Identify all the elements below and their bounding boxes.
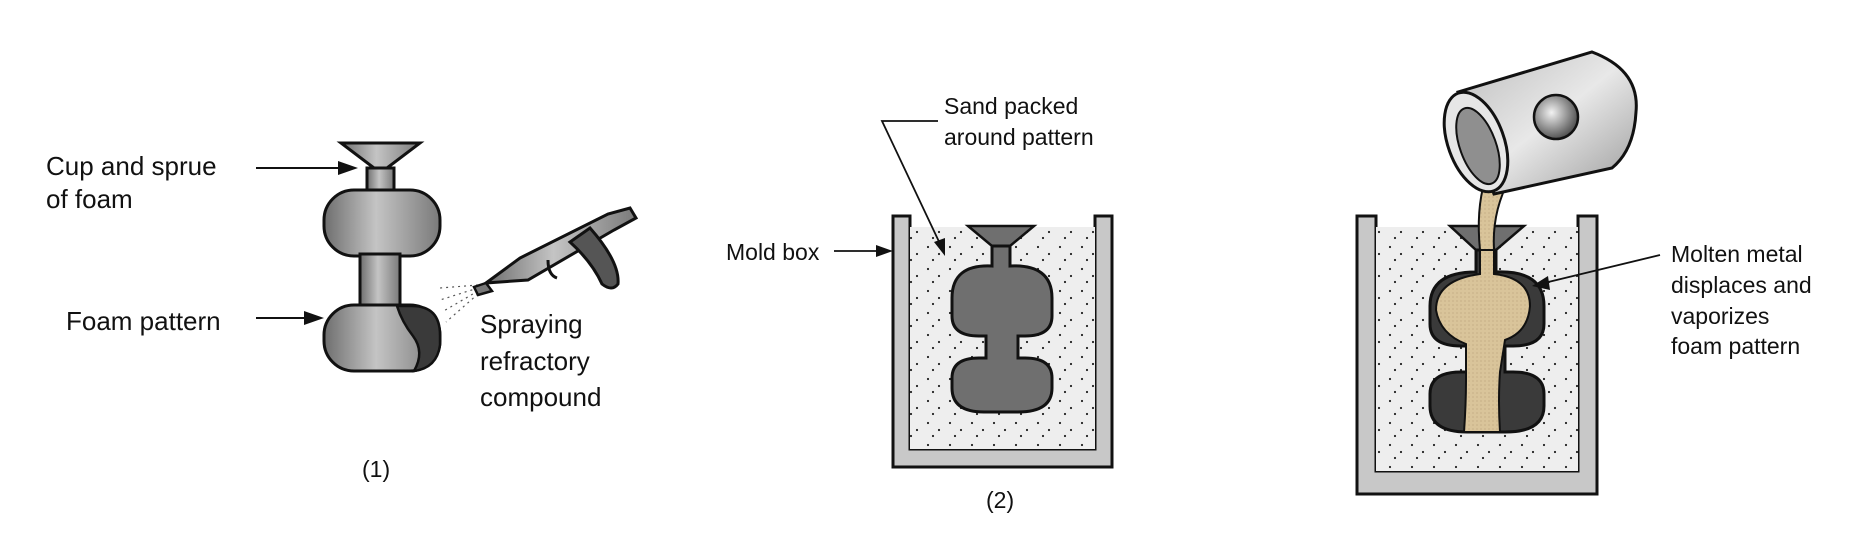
panel-1-caption: (1) [362, 456, 391, 482]
cup-label-line-2: of foam [46, 183, 133, 214]
foam-neck [358, 252, 402, 310]
metal-label-line-2: displaces and [1671, 271, 1812, 298]
molten-metal-fill [1434, 247, 1532, 433]
metal-label-line-1: Molten metal [1671, 241, 1803, 267]
metal-label-line-3: vaporizes [1671, 302, 1770, 329]
foam-pattern-label: Foam pattern [66, 306, 221, 336]
sand-label-line-2: around pattern [944, 123, 1094, 150]
foam-cup [336, 141, 425, 170]
spray-mist [439, 284, 479, 323]
spray-label-line-1: Spraying [480, 309, 583, 339]
panel-2-caption: (2) [986, 487, 1015, 513]
pouring-stream [1477, 178, 1508, 251]
panel-2-mold-box [834, 120, 1114, 469]
spraying-label: Spraying refractory compound [480, 308, 601, 414]
spray-label-line-2: refractory [480, 345, 590, 376]
foam-sprue [365, 166, 396, 194]
sand-label-arrow [880, 120, 943, 249]
panel-3-pouring [1355, 50, 1661, 496]
spray-gun-icon [472, 206, 639, 297]
cup-and-sprue-label: Cup and sprue of foam [46, 150, 217, 215]
sand-packed-label: Sand packed around pattern [944, 92, 1094, 152]
sand-label-line-1: Sand packed [944, 93, 1079, 119]
metal-label-line-4: foam pattern [1671, 333, 1801, 360]
cup-label-line-1: Cup and sprue [46, 151, 217, 181]
panel-1-foam-pattern [256, 141, 639, 373]
spray-label-line-3: compound [480, 382, 602, 412]
foam-upper-bulb [322, 188, 442, 258]
mold-box-label: Mold box [726, 239, 820, 265]
embedded-foam-pattern [950, 244, 1054, 414]
refractory-coating-patch [395, 304, 442, 373]
metal-label-arrow [1539, 254, 1661, 285]
molten-metal-label: Molten metal displaces and vaporizes foa… [1671, 240, 1812, 361]
ladle-icon [1442, 50, 1638, 196]
